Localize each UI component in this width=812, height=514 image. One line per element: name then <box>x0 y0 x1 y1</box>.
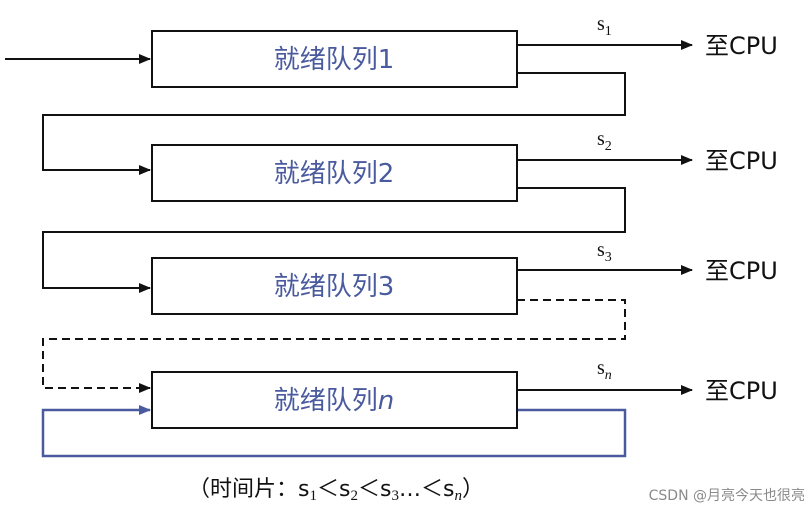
queue-box-1 <box>151 30 518 88</box>
cpu-label-1: 至CPU <box>705 32 778 60</box>
cpu-label-2: 至CPU <box>705 147 778 175</box>
queue-label-2: 就绪队列2 <box>274 159 395 189</box>
time-slice-caption: （时间片：s1＜s2＜s3…＜sn） <box>188 477 484 504</box>
feedback-loop-n <box>41 405 627 458</box>
cpu-label-3: 至CPU <box>705 257 778 285</box>
slice-label-1: s1 <box>597 13 612 39</box>
cpu-label-n: 至CPU <box>705 377 778 405</box>
queue-box-n <box>151 371 518 429</box>
slice-label-n: sn <box>597 357 612 383</box>
queue-box-3 <box>151 257 518 315</box>
connector-3-n-dashed <box>42 299 626 393</box>
connector-2-3 <box>42 187 626 293</box>
queue-label-1: 就绪队列1 <box>274 45 395 75</box>
watermark: CSDN @月亮今天也很亮 <box>649 487 805 504</box>
queue-label-n: 就绪队列n <box>274 386 395 416</box>
queue-box-2 <box>151 144 518 202</box>
slice-label-3: s3 <box>597 239 612 265</box>
queue-label-3: 就绪队列3 <box>274 272 395 302</box>
slice-label-2: s2 <box>597 128 612 154</box>
connector-1-2 <box>42 72 626 175</box>
